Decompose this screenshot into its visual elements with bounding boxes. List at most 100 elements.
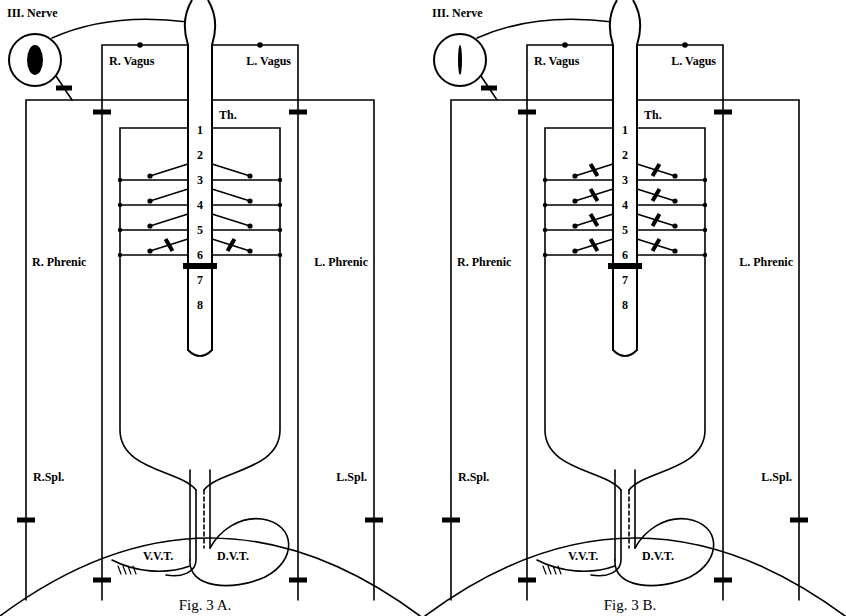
segmental-nerve	[637, 254, 705, 256]
nerve-cut	[714, 110, 732, 115]
cord-transection	[183, 263, 217, 269]
nerve-cut	[56, 86, 72, 91]
nerve-label: L. Phrenic	[738, 255, 794, 269]
segmental-nerve	[120, 179, 188, 181]
segment-number: 6	[196, 248, 204, 262]
segment-number: 8	[621, 298, 629, 312]
dorsal-vagal-trunk	[628, 490, 630, 548]
oesophagus-wall	[209, 470, 211, 548]
ganglion	[137, 42, 143, 48]
abdomen-outline	[0, 538, 420, 616]
segmental-nerve	[212, 179, 280, 181]
ramus-cut	[589, 213, 599, 227]
pupil	[458, 45, 462, 75]
nerve-cut	[365, 518, 383, 523]
ramus-cut	[226, 238, 236, 252]
trunk-label: V.V.T.	[142, 549, 174, 563]
segment-number: 1	[196, 123, 204, 137]
ramus	[150, 214, 188, 226]
junction	[278, 253, 282, 257]
nerve-cut	[518, 578, 536, 583]
left-trunk	[629, 128, 705, 490]
segmental-nerve	[545, 229, 613, 231]
right-trunk	[120, 128, 196, 490]
ramus-cut	[651, 163, 661, 177]
ganglion	[672, 248, 677, 253]
oculomotor-nerve	[52, 19, 188, 38]
segmental-nerve	[212, 204, 280, 206]
junction	[543, 203, 547, 207]
nerve-cut	[481, 86, 497, 91]
ramus	[150, 164, 188, 176]
ganglion	[247, 223, 252, 228]
dorsal-vagal-trunk	[203, 490, 205, 548]
junction	[118, 228, 122, 232]
cord-transection	[608, 263, 642, 269]
junction	[703, 203, 707, 207]
hatch-stroke	[118, 566, 121, 574]
ganglion	[147, 198, 152, 203]
ganglion	[247, 198, 252, 203]
ganglion	[147, 223, 152, 228]
segmental-nerve	[637, 179, 705, 181]
nerve-label: L.Spl.	[760, 470, 793, 484]
ramus	[212, 214, 250, 226]
ganglion	[147, 248, 152, 253]
segmental-nerve	[212, 254, 280, 256]
segment-number: 8	[196, 298, 204, 312]
nerve-label: R. Vagus	[108, 54, 155, 68]
ramus-cut	[651, 188, 661, 202]
ganglion	[247, 248, 252, 253]
segmental-nerve	[637, 229, 705, 231]
trunk-label: D.V.T.	[216, 549, 250, 563]
nerve-label: III. Nerve	[431, 6, 484, 20]
junction	[118, 178, 122, 182]
nerve-cut	[790, 518, 808, 523]
segment-number: 3	[621, 173, 629, 187]
ramus-cut	[651, 213, 661, 227]
segment-number: 2	[196, 148, 204, 162]
segment-number: 4	[196, 198, 204, 212]
segment-number: 6	[621, 248, 629, 262]
ganglion	[572, 248, 577, 253]
segment-number: 7	[196, 273, 204, 287]
left-phrenic-splanchnic	[637, 100, 799, 600]
figure-label: Fig. 3 A.	[178, 597, 233, 614]
segment-number: 5	[196, 223, 204, 237]
segmental-nerve	[545, 254, 613, 256]
junction	[703, 253, 707, 257]
nerve-label: L. Vagus	[245, 54, 292, 68]
trunk-label: V.V.T.	[567, 549, 599, 563]
junction	[118, 253, 122, 257]
junction	[278, 178, 282, 182]
hatch-stroke	[123, 566, 126, 574]
nerve-label: L. Phrenic	[313, 255, 369, 269]
nerve-label: L. Vagus	[670, 54, 717, 68]
nerve-label: L.Spl.	[335, 470, 368, 484]
segment-number: 7	[621, 273, 629, 287]
segmental-nerve	[120, 254, 188, 256]
segmental-nerve	[545, 179, 613, 181]
segment-number: 2	[621, 148, 629, 162]
ganglion	[572, 173, 577, 178]
ganglion	[247, 173, 252, 178]
nerve-label: III. Nerve	[6, 6, 59, 20]
ganglion	[672, 198, 677, 203]
right-phrenic-splanchnic	[26, 100, 188, 600]
nerve-cut	[442, 518, 460, 523]
nerve-label: R.Spl.	[32, 470, 65, 484]
ganglion	[257, 42, 263, 48]
sympathetic-fibre	[56, 76, 72, 100]
right-trunk	[545, 128, 621, 490]
junction	[703, 178, 707, 182]
segmental-nerve	[212, 229, 280, 231]
segmental-nerve	[637, 204, 705, 206]
sympathetic-fibre	[481, 76, 497, 100]
region-label: Th.	[218, 108, 238, 122]
segmental-nerve	[120, 229, 188, 231]
abdomen-outline	[425, 538, 845, 616]
ganglion	[672, 223, 677, 228]
nerve-cut	[518, 110, 536, 115]
oesophagus-wall	[634, 470, 636, 548]
ramus-cut	[589, 163, 599, 177]
